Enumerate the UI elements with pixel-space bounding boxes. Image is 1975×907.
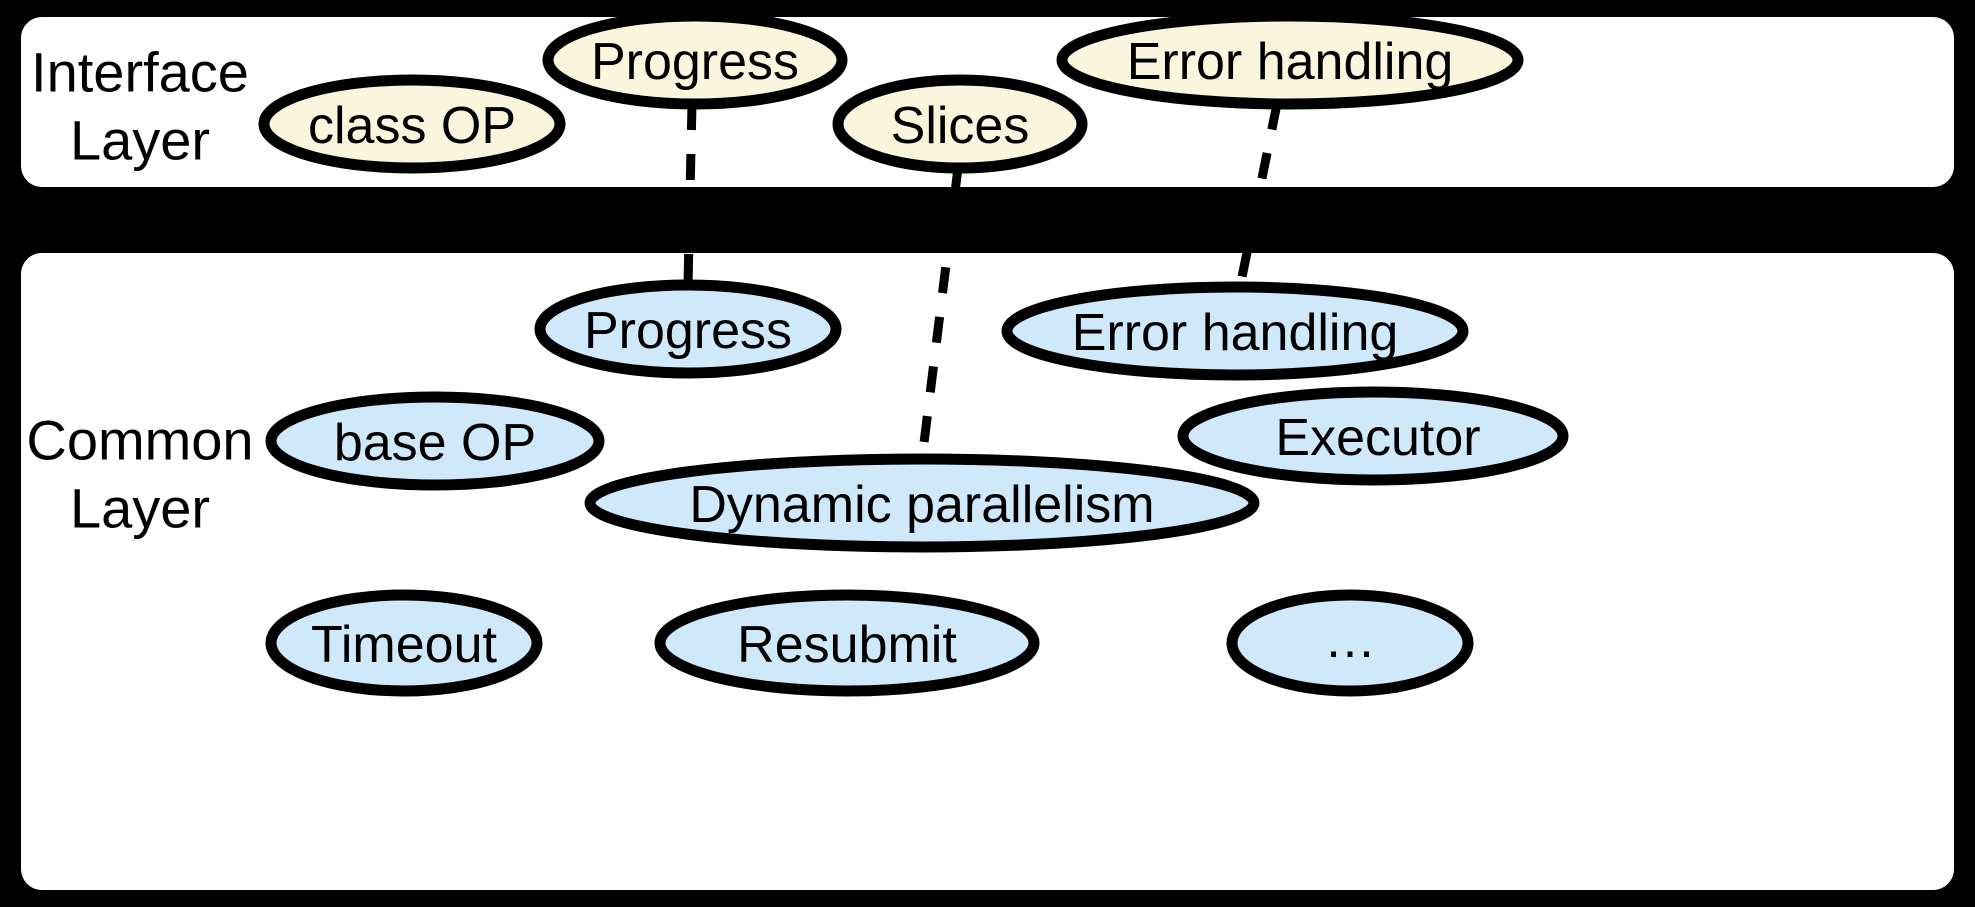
node-common-error-handling-shape[interactable] [1001,281,1469,381]
node-base-op-label: base OP [334,414,536,472]
interface-nodes: class OP Progress Slices Error handling [258,10,1524,174]
common-layer-group: Common Layer [11,243,1964,900]
node-resubmit[interactable]: Resubmit [654,589,1040,697]
node-class-op-label: class OP [308,97,516,155]
node-dynamic-parallelism-label: Dynamic parallelism [689,476,1154,534]
common-layer-panel [11,243,1964,900]
common-layer-title-line2: Layer [70,477,210,540]
connector-progress [683,103,697,286]
node-common-progress-shape[interactable] [534,279,842,379]
connector-group [683,103,1282,460]
node-dynamic-parallelism[interactable]: Dynamic parallelism [584,453,1260,553]
node-common-progress-label: Progress [584,302,792,360]
node-slices-label: Slices [891,97,1030,155]
node-iface-error-handling-shape[interactable] [1056,10,1524,110]
node-timeout[interactable]: Timeout [265,589,543,697]
node-ellipsis[interactable]: … [1226,589,1474,697]
interface-layer-title-line1: Interface [31,41,249,104]
node-ellipsis-shape[interactable] [1226,589,1474,697]
node-ellipsis-label: … [1324,611,1376,669]
node-iface-error-handling[interactable]: Error handling [1056,10,1524,110]
node-iface-progress[interactable]: Progress [542,10,848,110]
node-timeout-label: Timeout [311,616,497,674]
node-dynamic-parallelism-shape[interactable] [584,453,1260,553]
node-slices[interactable]: Slices [832,74,1088,174]
node-base-op[interactable]: base OP [265,391,605,491]
node-executor-label: Executor [1275,409,1480,467]
node-iface-error-handling-label: Error handling [1127,33,1454,91]
connector-error-handling [1235,103,1282,288]
node-slices-shape[interactable] [832,74,1088,174]
node-executor[interactable]: Executor [1177,386,1569,486]
node-common-progress[interactable]: Progress [534,279,842,379]
interface-layer-title-line2: Layer [70,109,210,172]
node-resubmit-shape[interactable] [654,589,1040,697]
node-executor-shape[interactable] [1177,386,1569,486]
node-class-op-shape[interactable] [258,74,566,174]
node-class-op[interactable]: class OP [258,74,566,174]
common-layer-title-line1: Common [26,409,253,472]
node-base-op-shape[interactable] [265,391,605,491]
node-timeout-shape[interactable] [265,589,543,697]
node-resubmit-label: Resubmit [737,616,957,674]
node-iface-progress-label: Progress [591,33,799,91]
node-iface-progress-shape[interactable] [542,10,848,110]
node-common-error-handling[interactable]: Error handling [1001,281,1469,381]
common-nodes: Progress Error handling base OP Executor… [265,279,1569,697]
node-common-error-handling-label: Error handling [1072,304,1399,362]
